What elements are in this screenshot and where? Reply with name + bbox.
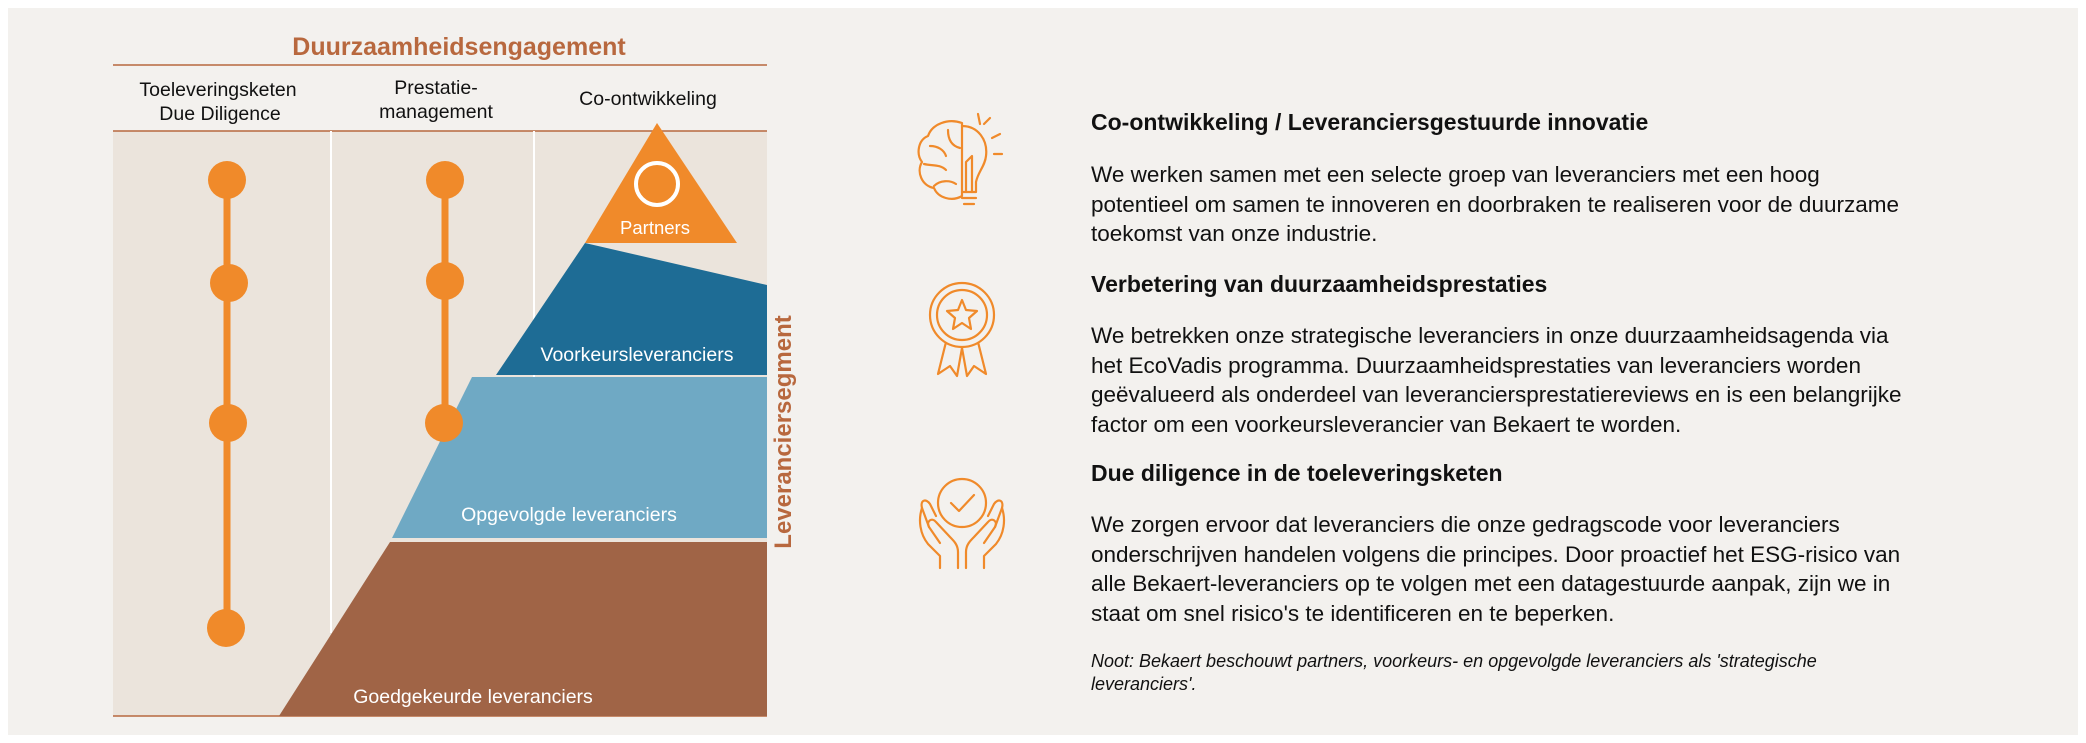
timeline-dot <box>208 161 246 199</box>
body-line: staat om snel risico's te identificeren … <box>1091 600 1615 626</box>
section-body-codevelopment: We werken samen met een selecte groep va… <box>1091 160 1899 249</box>
timeline-dot <box>210 264 248 302</box>
timeline-dot <box>426 161 464 199</box>
column-header-supply-chain-line1: Toeleveringsketen <box>139 79 296 101</box>
body-line: onderschrijven handelen volgens die prin… <box>1091 541 1901 567</box>
body-line: geëvalueerd als onderdeel van leverancie… <box>1091 382 1902 407</box>
timeline-dot <box>209 404 247 442</box>
body-line: alle Bekaert-leveranciers op te volgen m… <box>1091 571 1891 596</box>
segment-axis-title: Leveranciersegment <box>770 315 797 548</box>
section-heading-codevelopment: Co-ontwikkeling / Leveranciersgestuurde … <box>1091 109 1649 135</box>
tier-label-approved: Goedgekeurde leveranciers <box>353 686 593 708</box>
column-header-codevelopment: Co-ontwikkeling <box>579 88 717 110</box>
tier-label-partners: Partners <box>620 217 690 238</box>
section-heading-performance: Verbetering van duurzaamheidsprestaties <box>1091 271 1548 297</box>
section-body-due-diligence: We zorgen ervoor dat leveranciers die on… <box>1091 510 1900 628</box>
footnote-line: Noot: Bekaert beschouwt partners, voorke… <box>1091 651 1817 671</box>
tier-partners <box>585 123 737 243</box>
body-line: We werken samen met een selecte groep va… <box>1091 162 1820 187</box>
tier-label-monitored: Opgevolgde leveranciers <box>461 504 677 526</box>
timeline-dot <box>426 262 464 300</box>
body-line: factor om een voorkeursleverancier van B… <box>1091 411 1682 437</box>
partners-ring-icon <box>634 161 680 207</box>
hands-checkmark-icon <box>918 477 1006 570</box>
engagement-diagram: Duurzaamheidsengagement Toeleveringskete… <box>113 33 797 717</box>
diagram-title: Duurzaamheidsengagement <box>292 33 626 61</box>
tier-approved-suppliers <box>279 542 767 716</box>
body-line: We zorgen ervoor dat leveranciers die on… <box>1091 512 1840 537</box>
section-body-performance: We betrekken onze strategische leveranci… <box>1091 321 1901 439</box>
body-line: potentieel om samen te innoveren en door… <box>1091 191 1899 217</box>
section-heading-due-diligence: Due diligence in de toeleveringsketen <box>1091 460 1503 486</box>
body-line: het EcoVadis programma. Duurzaamheidspre… <box>1091 352 1861 378</box>
column-header-performance-line1: Prestatie- <box>394 77 477 99</box>
column-header-performance-line2: management <box>379 101 493 123</box>
timeline-dot <box>207 609 245 647</box>
timeline-dot <box>425 404 463 442</box>
body-line: toekomst van onze industrie. <box>1091 221 1378 246</box>
footnote-line: leveranciers'. <box>1091 674 1197 694</box>
body-line: We betrekken onze strategische leveranci… <box>1091 323 1889 348</box>
tier-preferred-suppliers <box>496 243 767 375</box>
tier-edge-cut <box>585 243 767 285</box>
brain-lightbulb-icon <box>917 112 1004 206</box>
column-header-supply-chain-line2: Due Diligence <box>159 103 280 125</box>
tier-monitored-suppliers <box>392 377 767 538</box>
tier-label-preferred: Voorkeursleveranciers <box>541 344 734 366</box>
footnote: Noot: Bekaert beschouwt partners, voorke… <box>1091 650 1817 696</box>
star-award-icon <box>928 281 996 378</box>
